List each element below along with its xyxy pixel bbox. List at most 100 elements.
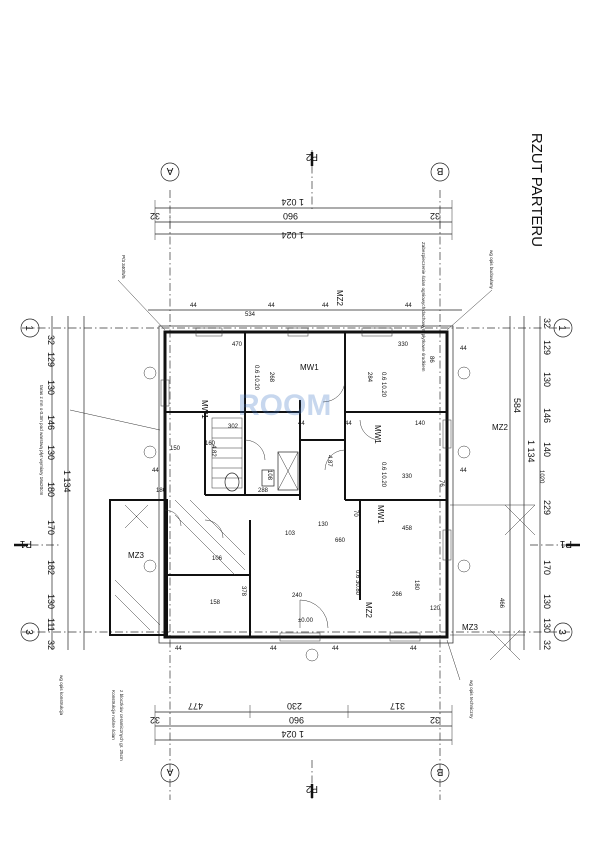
dim-317: 317 — [390, 701, 405, 711]
axis-a-bottom: A — [166, 766, 173, 777]
section-p2-bottom: P2 — [305, 783, 318, 794]
section-markers: P2 P2 P1 P1 — [14, 151, 580, 798]
right-sub-0: 584 — [512, 398, 522, 413]
right-dim-9: 32 — [542, 640, 552, 650]
idim-44-f: 44 — [270, 646, 277, 652]
idim-660: 660 — [335, 538, 346, 544]
idim-106: 106 — [212, 556, 223, 562]
room-levels: 0.6 10.20 0.6 10.20 0.6 10.20 0.6 30.80 … — [210, 365, 386, 624]
window-labels: MW1 MW1 MW1 MW1 MZ2 MZ2 MZ2 MZ3 MZ3 — [128, 290, 509, 632]
right-dim-7: 130 — [542, 594, 552, 609]
note-top-right: wg opis budowlany — [489, 250, 494, 290]
axis-1-left: 1 — [23, 325, 34, 331]
idim-44-h: 44 — [460, 346, 467, 352]
dim-477: 477 — [188, 701, 203, 711]
right-dimensions: 32 129 130 146 140 229 170 130 130 32 1 … — [498, 316, 552, 650]
mw1-a: MW1 — [300, 363, 319, 372]
dim-1024-top-2: 1 024 — [281, 230, 304, 240]
right-sub-2: 466 — [498, 598, 504, 609]
svg-text:ROOM: ROOM — [238, 389, 331, 422]
level-room-a: 0.6 10.20 — [253, 365, 259, 391]
idim-44-c: 44 — [152, 468, 159, 474]
right-dim-2: 130 — [542, 372, 552, 387]
idim-470: 470 — [232, 342, 243, 348]
note-bottom-right: wg opis techniczny — [469, 680, 474, 719]
right-dim-4: 140 — [542, 442, 552, 457]
dim-32-bottom-right: 32 — [430, 715, 440, 725]
left-dim-0: 32 — [46, 335, 56, 345]
axis-3-right: 3 — [556, 629, 567, 635]
note-top-left: P/3 340/5/5 — [121, 255, 126, 279]
mw1-c: MW1 — [373, 425, 382, 444]
idim-158: 158 — [210, 600, 221, 606]
idim-140-a: 140 — [415, 421, 426, 427]
axis-b-bottom: B — [436, 766, 443, 777]
idim-44-b: 44 — [345, 421, 352, 427]
left-dim-3: 146 — [46, 415, 56, 430]
watermark: ROOM — [238, 389, 331, 422]
idim-240: 240 — [292, 593, 303, 599]
right-dim-6: 170 — [542, 560, 552, 575]
section-p1-left: P1 — [19, 538, 32, 549]
idim-302: 302 — [228, 424, 239, 430]
bottom-dimensions: 477 230 317 960 1 024 32 32 — [150, 701, 453, 745]
idim-130: 130 — [318, 522, 329, 528]
plan-title: RZUT PARTERU — [528, 133, 545, 247]
right-dim-0: 32 — [542, 318, 552, 328]
level-living: 0.6 30.80 — [354, 570, 360, 596]
bathroom-fixtures — [224, 451, 299, 492]
left-dimensions: 32 129 130 146 130 180 170 182 130 111 3… — [46, 316, 85, 650]
idim-44-i: 44 — [460, 468, 467, 474]
right-total: 1 134 — [526, 440, 536, 463]
idim-180: 180 — [156, 488, 167, 494]
left-dim-5: 180 — [46, 482, 56, 497]
note-bottom-center-2: z bloczków ceramicznych gr. 25cm — [119, 690, 124, 761]
dim-44-top-c: 44 — [405, 303, 412, 309]
left-total: 1 134 — [62, 470, 72, 493]
right-dim-8: 130 — [542, 618, 552, 633]
building-walls — [109, 325, 454, 644]
level-bath: 4.87 — [326, 455, 332, 467]
left-dim-2: 130 — [46, 380, 56, 395]
mw1-d: MW1 — [376, 505, 385, 524]
axis-1-right: 1 — [556, 325, 567, 331]
idim-44-g: 44 — [175, 646, 182, 652]
note-bottom-center-1: Konstrukcje nośne ścian — [111, 690, 116, 740]
left-dim-1: 129 — [46, 352, 56, 367]
dim-32-top-right: 32 — [430, 211, 440, 221]
left-dim-7: 182 — [46, 560, 56, 575]
right-dim-1: 129 — [542, 340, 552, 355]
interior-dimensions: 470 330 268 284 140 330 458 660 240 158 … — [152, 342, 467, 652]
idim-44-d: 44 — [332, 646, 339, 652]
dim-960-top: 960 — [283, 211, 298, 221]
level-room-c: 0.6 10.20 — [380, 462, 386, 488]
idim-160: 160 — [205, 441, 216, 447]
idim-44-a: 44 — [298, 421, 305, 427]
idim-70: 70 — [352, 510, 358, 517]
idim-120: 120 — [430, 606, 441, 612]
left-dim-4: 130 — [46, 445, 56, 460]
dim-32-top-left: 32 — [150, 211, 160, 221]
section-p2-top: P2 — [305, 151, 318, 162]
idim-108: 108 — [266, 470, 272, 481]
dim-534: 534 — [245, 312, 256, 318]
mz2-top: MZ2 — [335, 290, 344, 307]
mz3-left: MZ3 — [128, 551, 145, 560]
idim-378: 378 — [240, 586, 246, 597]
idim-76: 76 — [438, 480, 444, 487]
dim-44-top-a: 44 — [268, 303, 275, 309]
idim-288: 288 — [258, 488, 269, 494]
left-dim-6: 170 — [46, 520, 56, 535]
note-left-side: taras z mn o 0.3m pod warstwą płyt wymia… — [39, 385, 44, 495]
mz2-right: MZ2 — [492, 423, 509, 432]
idim-150: 150 — [170, 446, 181, 452]
left-dim-8: 130 — [46, 594, 56, 609]
axis-a-top: A — [166, 165, 173, 176]
idim-284: 284 — [366, 372, 372, 383]
idim-103: 103 — [285, 531, 296, 537]
mz2-bottom: MZ2 — [364, 602, 373, 619]
level-corridor: 4.82 — [210, 445, 216, 457]
axis-bubbles: A B A B 1 3 1 3 — [20, 162, 573, 783]
dim-1024-bottom: 1 024 — [281, 729, 304, 739]
